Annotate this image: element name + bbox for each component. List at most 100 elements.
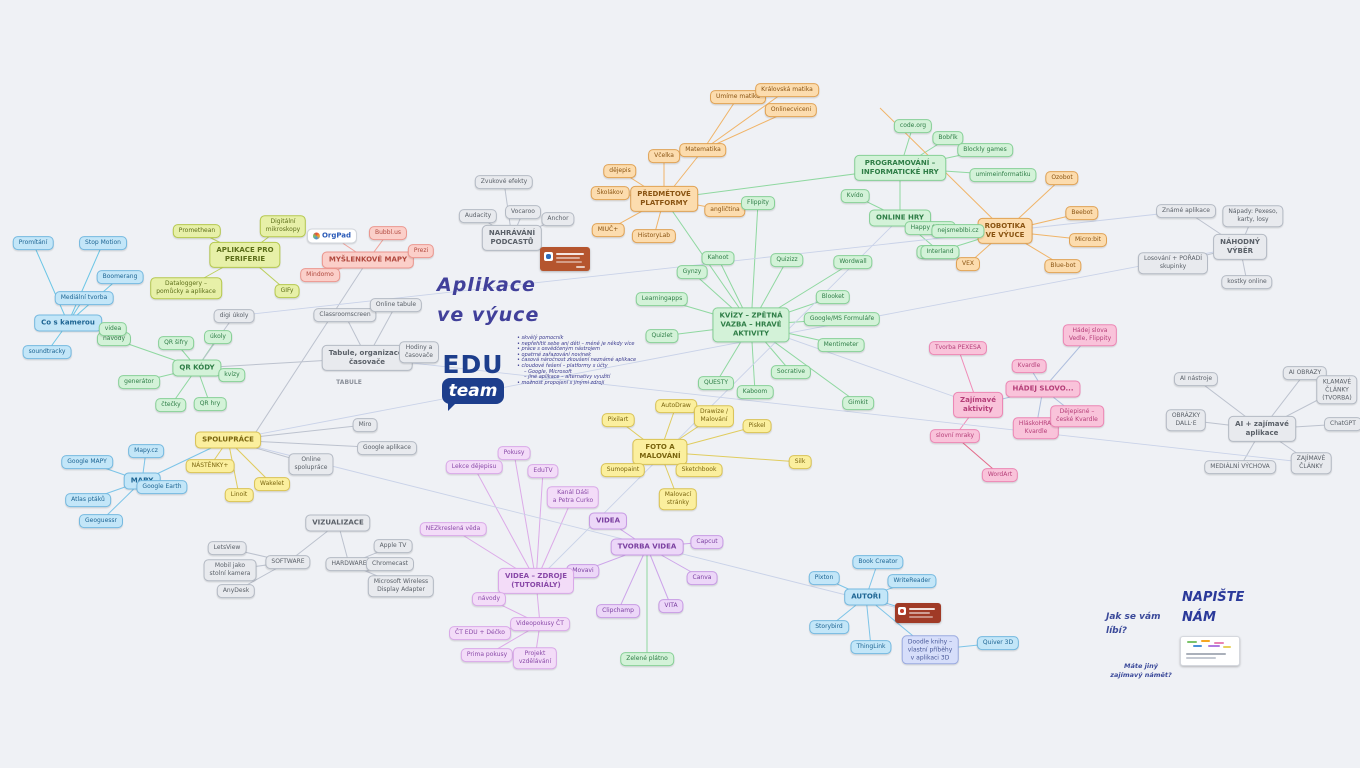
node-kvido[interactable]: Kvído: [840, 189, 870, 203]
node-atlas[interactable]: Atlas ptáků: [65, 493, 111, 507]
node-ctecky[interactable]: čtečky: [155, 398, 187, 412]
node-zaj[interactable]: Zajímavé aktivity: [953, 391, 1003, 419]
node-pokusy[interactable]: Pokusy: [497, 446, 531, 460]
node-bluebot[interactable]: Blue-bot: [1044, 259, 1082, 273]
coggle-preview-card[interactable]: [1180, 636, 1240, 666]
node-writereader[interactable]: WriteReader: [887, 574, 937, 588]
node-lekce[interactable]: Lekce dějepisu: [445, 460, 503, 474]
node-prog[interactable]: PROGRAMOVÁNÍ – INFORMATICKÉ HRY: [854, 154, 946, 182]
node-kamera[interactable]: Co s kamerou: [34, 314, 102, 332]
node-kralovska[interactable]: Královská matika: [755, 83, 819, 97]
node-skolakov[interactable]: Školákov: [590, 186, 630, 200]
node-ainastroje[interactable]: AI nástroje: [1173, 372, 1219, 386]
node-qrsifry[interactable]: QR šifry: [158, 336, 194, 350]
node-kvardle[interactable]: Kvardle: [1011, 359, 1047, 373]
node-thinglink[interactable]: ThingLink: [850, 640, 892, 654]
node-zdroje[interactable]: VIDEA – ZDROJE (TUTORIÁLY): [497, 567, 575, 595]
node-pixilart[interactable]: Pixilart: [601, 413, 635, 427]
node-projekt[interactable]: Projekt vzdělávání: [512, 647, 558, 669]
node-nastenky[interactable]: NÁSTĚNKY+: [185, 459, 235, 473]
node-autori[interactable]: AUTOŘI: [844, 588, 888, 606]
node-napady[interactable]: Nápady: Pexeso, karty, losy: [1222, 205, 1284, 227]
node-nejsmeblbi[interactable]: nejsmeblbi.cz: [931, 224, 985, 238]
node-msadapter[interactable]: Microsoft Wireless Display Adapter: [367, 575, 435, 597]
node-qrkvizy[interactable]: kvízy: [218, 368, 246, 382]
node-medialni[interactable]: Mediální tvorba: [54, 291, 114, 305]
node-ukoly[interactable]: úkoly: [204, 330, 232, 344]
node-kahoot[interactable]: Kahoot: [701, 251, 735, 265]
embed-card-orange[interactable]: [540, 247, 590, 271]
node-appletv[interactable]: Apple TV: [373, 539, 413, 553]
node-mentimeter[interactable]: Mentimeter: [817, 338, 865, 352]
node-dalle[interactable]: OBRÁZKY DALL·E: [1165, 409, 1207, 431]
node-flippity[interactable]: Flippity: [741, 196, 775, 210]
node-mysl[interactable]: MYŠLENKOVÉ MAPY: [321, 251, 415, 269]
node-doodle[interactable]: Doodle knihy – vlastní příběhy v aplikac…: [901, 635, 959, 665]
node-nezkreslena[interactable]: NEZkreslená věda: [419, 522, 487, 536]
node-bubbl[interactable]: Bubbl.us: [368, 226, 408, 240]
node-drawize[interactable]: Drawize / Malování: [693, 405, 735, 427]
node-classroomscreen[interactable]: Classroomscreen: [313, 308, 377, 322]
node-beebot[interactable]: Beebot: [1065, 206, 1099, 220]
embed-card-red[interactable]: [895, 603, 941, 623]
node-onlinecviceni[interactable]: Onlinecviceni: [764, 103, 818, 117]
node-prima[interactable]: Prima pokusy: [460, 648, 514, 662]
node-edutv[interactable]: EduTV: [527, 464, 559, 478]
node-mindomo[interactable]: Mindomo: [300, 268, 340, 282]
node-audacity[interactable]: Audacity: [458, 209, 498, 223]
node-quizlet[interactable]: Quizlet: [645, 329, 679, 343]
node-audio[interactable]: NAHRÁVÁNÍ PODCASTŮ: [481, 224, 543, 252]
node-mikroskopy[interactable]: Digitální mikroskopy: [259, 215, 307, 237]
node-datalogery[interactable]: Dataloggery – pomůcky a aplikace: [150, 277, 222, 299]
node-socrative[interactable]: Socrative: [770, 365, 812, 379]
node-prezi[interactable]: Prezi: [407, 244, 435, 258]
node-gify[interactable]: GIFy: [274, 284, 300, 298]
node-onlinespol[interactable]: Online spolupráce: [288, 453, 334, 475]
node-vex[interactable]: VEX: [955, 257, 981, 271]
node-hlasko[interactable]: HláskoHRA, Kvardle: [1012, 417, 1060, 439]
node-pexesa[interactable]: Tvorba PEXESA: [928, 341, 988, 355]
node-boomerang[interactable]: Boomerang: [96, 270, 144, 284]
node-aiobrazy[interactable]: AI OBRAZY: [1282, 366, 1328, 380]
node-vita[interactable]: VITA: [658, 599, 684, 613]
node-klamave[interactable]: KLAMAVÉ ČLÁNKY (TVORBA): [1316, 375, 1358, 405]
node-promethean[interactable]: Promethean: [172, 224, 222, 238]
node-ozobot[interactable]: Ozobot: [1045, 171, 1079, 185]
node-generator[interactable]: generátor: [118, 375, 160, 389]
node-autodraw[interactable]: AutoDraw: [655, 399, 697, 413]
node-chatgpt[interactable]: ChatGPT: [1324, 417, 1360, 431]
node-sketchbook[interactable]: Sketchbook: [675, 463, 723, 477]
node-medialnivychova[interactable]: MEDIÁLNÍ VÝCHOVA: [1204, 460, 1276, 474]
node-googleapl[interactable]: Google aplikace: [357, 441, 417, 455]
node-hadej[interactable]: HÁDEJ SLOVO...: [1005, 380, 1081, 398]
node-blockly[interactable]: Blockly games: [957, 143, 1013, 157]
node-kanal[interactable]: Kanál Dáši a Petra Curko: [546, 486, 600, 508]
node-letsview[interactable]: LetsView: [207, 541, 247, 555]
node-dejepis[interactable]: dějepis: [603, 164, 637, 178]
node-malovaci[interactable]: Malovací stránky: [658, 488, 698, 510]
node-robot[interactable]: ROBOTIKA VE VÝUCE: [977, 217, 1033, 245]
node-tvorba[interactable]: TVORBA VIDEA: [610, 538, 684, 556]
node-vcelka[interactable]: Včelka: [648, 149, 680, 163]
node-miuc[interactable]: MIUČ+: [591, 223, 625, 237]
node-chromecast[interactable]: Chromecast: [366, 557, 414, 571]
node-silk[interactable]: Silk: [788, 455, 812, 469]
node-gynzy[interactable]: Gynzy: [676, 265, 708, 279]
node-mapycz[interactable]: Mapy.cz: [128, 444, 164, 458]
node-qr[interactable]: QR KÓDY: [172, 359, 222, 377]
node-historylab[interactable]: HistoryLab: [631, 229, 677, 243]
node-earth[interactable]: Google Earth: [136, 480, 188, 494]
node-forms[interactable]: Google/MS Formuláře: [803, 312, 881, 326]
node-ctedu[interactable]: ČT EDU + Déčko: [449, 626, 511, 640]
node-videamini[interactable]: videa: [98, 322, 128, 336]
node-vedle[interactable]: Hádej slova Vedle, Flippity: [1062, 324, 1118, 346]
node-clipchamp[interactable]: Clipchamp: [596, 604, 640, 618]
node-storybird[interactable]: Storybird: [809, 620, 849, 634]
node-bobrik[interactable]: Bobřík: [932, 131, 964, 145]
node-qrhry[interactable]: QR hry: [193, 397, 227, 411]
node-stolnikamera[interactable]: Mobil jako stolní kamera: [203, 559, 257, 581]
node-wakelet[interactable]: Wakelet: [254, 477, 290, 491]
node-kaboom[interactable]: Kaboom: [736, 385, 774, 399]
node-efekty[interactable]: Zvukové efekty: [474, 175, 534, 189]
